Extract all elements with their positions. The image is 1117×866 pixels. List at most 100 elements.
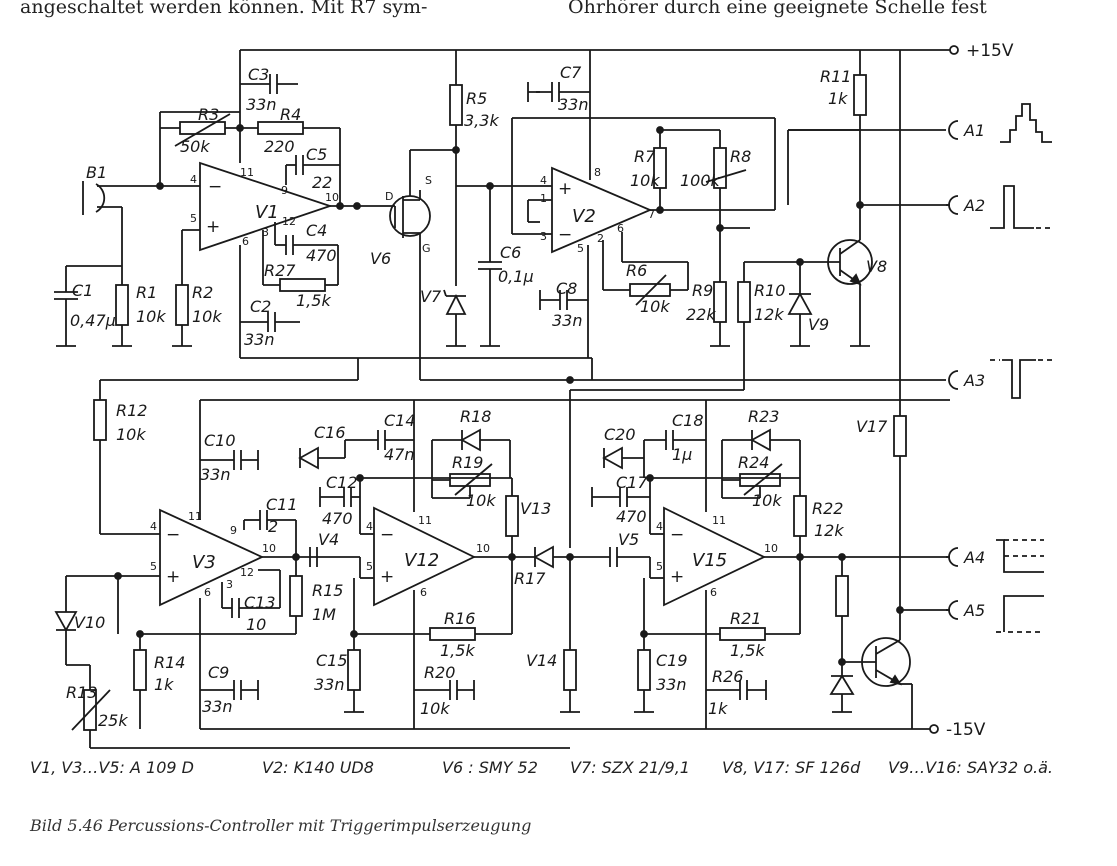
c2-value: 33n xyxy=(244,330,275,349)
c8-label: C8 xyxy=(556,279,577,298)
feedback-v4: R18 R19 10k V13 xyxy=(356,407,551,561)
v1-pin-10: 10 xyxy=(325,191,339,204)
diode-v16 xyxy=(829,662,855,713)
v1-pin-5: 5 xyxy=(190,212,197,225)
capacitor-c14: C12 470 xyxy=(319,473,360,528)
v1-pin-6: 6 xyxy=(242,235,249,248)
capacitor-c16: C14 47n xyxy=(377,411,416,464)
v1-pin-11: 11 xyxy=(240,166,254,179)
diode-v10: V10 xyxy=(54,575,118,665)
v5-pin-5: 5 xyxy=(656,560,663,573)
compensation-v3: C13 10 R15 1M xyxy=(140,557,343,635)
output-a4-label: A4 xyxy=(963,548,985,567)
lower-bus xyxy=(199,399,950,729)
c18-label: C17 xyxy=(616,473,648,492)
opamp-v4: V12 − + 11 4 10 5 6 xyxy=(350,478,535,650)
v6-pin-d: D xyxy=(385,190,393,203)
r2-value: 10k xyxy=(192,307,222,326)
diode-v11: C16 xyxy=(298,423,378,470)
page-header-text: angeschaltet werden können. Mit R7 sym- … xyxy=(0,0,1117,22)
potentiometer-r13: R13 25k xyxy=(66,572,570,749)
capacitor-c15: R20 10k xyxy=(414,663,475,718)
output-a1-label: A1 xyxy=(963,121,985,140)
v2-pin-2: 2 xyxy=(597,232,604,245)
v13-label: R17 xyxy=(514,569,546,588)
v2-pin-7: 7 xyxy=(648,208,655,221)
v1-plus: + xyxy=(206,217,220,237)
c5-value: 22 xyxy=(312,173,332,192)
v10-label: V10 xyxy=(74,613,105,632)
v5-pin-6: 6 xyxy=(710,586,717,599)
v1-label: V1 xyxy=(255,202,279,223)
v2-pin-6: 6 xyxy=(617,222,624,235)
r23-value: 10k xyxy=(752,491,782,510)
v4-pin-5: 5 xyxy=(366,560,373,573)
fet-v6: D S G V6 xyxy=(370,149,570,381)
zener-v7: V7 xyxy=(420,186,467,347)
capacitor-c19: R26 1k xyxy=(706,667,767,718)
r4-label: R4 xyxy=(280,105,301,124)
resistor-r17: R16 1,5k xyxy=(354,557,513,660)
parts-list-item: V2: K140 UD8 xyxy=(262,758,374,777)
c11-value: 2 xyxy=(268,517,278,536)
v2-plus: + xyxy=(558,179,572,199)
diode-v13: R17 xyxy=(514,545,610,588)
v1-pin-9: 9 xyxy=(281,184,288,197)
output-a2: A2 xyxy=(946,185,1052,229)
v4-pin-4: 4 xyxy=(366,520,373,533)
diode-v14: C20 xyxy=(602,425,666,478)
output-a5: A5 xyxy=(946,595,1044,633)
r9-label: R9 xyxy=(692,281,713,300)
capacitor-c17: V5 xyxy=(609,530,650,567)
v11-label: C16 xyxy=(314,423,346,442)
c6-value: 0,1µ xyxy=(498,267,534,286)
c8-value: 33n xyxy=(552,311,583,330)
r17-label: R16 xyxy=(444,609,475,628)
r16-value: 33n xyxy=(314,675,345,694)
v4-pin-11: 11 xyxy=(418,514,432,527)
v5-pin-4: 4 xyxy=(656,520,663,533)
c17-label: V5 xyxy=(618,530,639,549)
r17-value: 1,5k xyxy=(440,641,475,660)
v8-label: V8 xyxy=(866,257,887,276)
v1-pin-3: 3 xyxy=(262,226,269,239)
v3-pin-5: 5 xyxy=(150,560,157,573)
c9-value: 33n xyxy=(202,697,233,716)
c5-label: C5 xyxy=(306,145,327,164)
r12-value: 10k xyxy=(116,425,146,444)
r2-label: R2 xyxy=(192,283,213,302)
resistor-r5: R5 3,3k xyxy=(449,50,499,186)
resistor-r11 xyxy=(853,74,867,116)
v15-label: R23 xyxy=(748,407,779,426)
compensation-v1: C4 470 R27 1,5k C2 33n xyxy=(239,221,592,359)
v5-label: V15 xyxy=(692,550,727,571)
r8-label: R8 xyxy=(730,147,751,166)
c11-label: C11 xyxy=(266,495,298,514)
resistor-r2: R2 10k xyxy=(172,230,222,347)
v3-pin-12: 12 xyxy=(240,566,254,579)
transistor-v8: V8 R11 1k xyxy=(787,50,950,347)
r23-label: R24 xyxy=(738,453,769,472)
v3-pin-6: 6 xyxy=(204,586,211,599)
trim-r6-c8: R6 10k C8 33n xyxy=(539,232,689,330)
parts-list: V1, V3…V5: A 109 D V2: K140 UD8 V6 : SMY… xyxy=(0,758,1117,782)
trigger-link: V17 xyxy=(566,50,907,610)
c1-label: C1 xyxy=(72,281,93,300)
r21-label: C19 xyxy=(656,651,688,670)
resistor-r27 xyxy=(279,278,326,292)
c10-label: C10 xyxy=(204,431,236,450)
r14-value: 1k xyxy=(154,675,174,694)
c4-label: C4 xyxy=(306,221,327,240)
c6-label: C6 xyxy=(500,243,521,262)
v2-pin-8: 8 xyxy=(594,166,601,179)
c16-label: C14 xyxy=(384,411,416,430)
c7-label: C7 xyxy=(560,63,582,82)
feedback-v5: R23 R24 10k R22 12k xyxy=(646,407,844,557)
microphone-b1: B1 xyxy=(66,163,160,267)
output-a5-label: A5 xyxy=(963,601,985,620)
v4-pin-6: 6 xyxy=(420,586,427,599)
c12-label: V4 xyxy=(318,530,339,549)
resistor-r25 xyxy=(835,557,849,666)
r27-value: 1,5k xyxy=(296,291,331,310)
resistor-r1: R1 10k xyxy=(112,266,166,347)
